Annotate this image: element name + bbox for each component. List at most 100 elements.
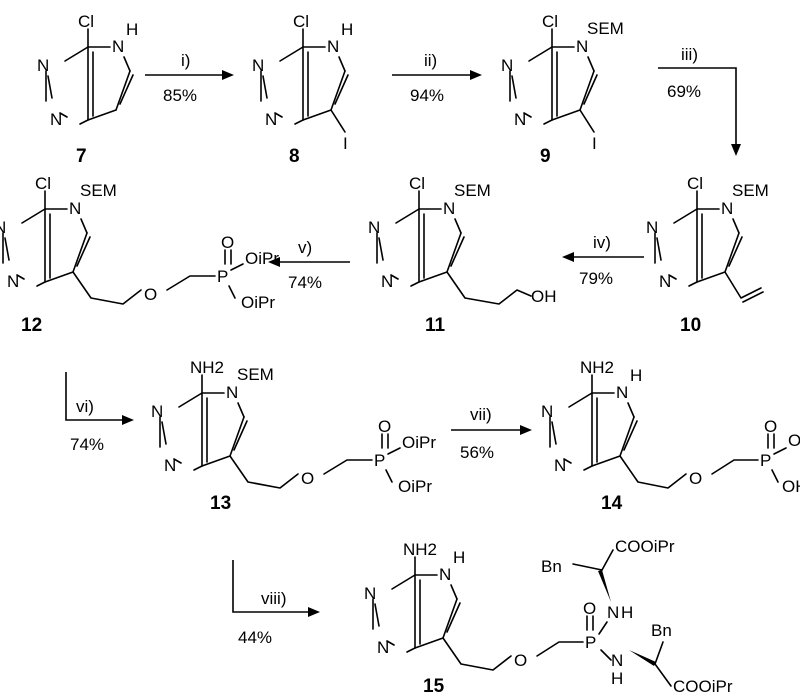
compound-label: 14: [601, 493, 623, 514]
atom-label: OiPr: [402, 433, 436, 452]
step-yield: 85%: [163, 86, 197, 105]
atom-label: NH2: [580, 358, 614, 377]
atom-label: N: [112, 37, 124, 56]
atom-label: N: [616, 383, 628, 402]
compound-label: 12: [21, 315, 42, 336]
reaction-arrow-ii: ii) 94%: [392, 51, 482, 105]
atom-label: Cl: [409, 174, 425, 193]
atom-label: O: [689, 469, 702, 488]
reaction-arrow-v: v) 74%: [268, 238, 350, 292]
atom-label: COOiPr: [615, 537, 675, 556]
atom-label: H: [453, 548, 465, 567]
atom-label: SEM: [587, 19, 624, 38]
atom-label: N: [514, 110, 526, 129]
atom-label: Cl: [687, 174, 703, 193]
atom-label: N: [554, 456, 566, 475]
atom-label: OH: [531, 287, 557, 306]
atom-label: P: [217, 267, 228, 286]
atom-label: P: [760, 451, 771, 470]
atom-label: SEM: [732, 181, 769, 200]
compound-12-structure: Cl N N N SEM O P O OiPr OiPr: [0, 174, 279, 312]
atom-label: N: [7, 272, 19, 291]
atom-label: O: [144, 285, 157, 304]
step-yield: 56%: [460, 443, 494, 462]
atom-label: N: [69, 199, 81, 218]
reaction-arrow-vii: vii) 56%: [451, 405, 532, 462]
step-yield: 74%: [288, 273, 322, 292]
atom-label: N: [364, 584, 376, 603]
atom-label: Cl: [542, 12, 558, 31]
atom-label: I: [592, 134, 597, 153]
atom-label: N: [576, 37, 588, 56]
atom-label: N: [327, 37, 339, 56]
atom-label: OiPr: [398, 477, 432, 496]
step-label: vii): [470, 405, 492, 424]
step-label: iii): [681, 45, 698, 64]
atom-label: N: [377, 638, 389, 657]
atom-label: H: [630, 366, 642, 385]
compound-label: 8: [289, 146, 300, 167]
atom-label: N: [721, 199, 733, 218]
atom-label: N: [439, 565, 451, 584]
compound-label: 13: [210, 493, 231, 514]
atom-label: O: [583, 599, 596, 618]
atom-label: Cl: [78, 12, 94, 31]
atom-label: I: [343, 134, 348, 153]
step-yield: 94%: [410, 86, 444, 105]
atom-label: COOiPr: [673, 677, 733, 696]
atom-label: Cl: [293, 12, 309, 31]
atom-label: N: [37, 56, 49, 75]
step-label: ii): [424, 51, 437, 70]
atom-label: O: [514, 651, 527, 670]
step-label: v): [298, 238, 312, 257]
step-label: viii): [261, 589, 287, 608]
atom-label: P: [374, 451, 385, 470]
atom-label: SEM: [454, 181, 491, 200]
compound-15-structure: NH2 N N N H O P O N H N H Bn COOiPr Bn C…: [364, 537, 733, 696]
atom-label: N: [151, 402, 163, 421]
compound-13-structure: NH2 N N N SEM O P O OiPr OiPr: [151, 358, 436, 496]
compound-label: 9: [540, 146, 551, 167]
atom-label: NH2: [403, 540, 437, 559]
step-label: i): [181, 51, 190, 70]
compound-label: 15: [423, 676, 445, 697]
atom-label: O: [301, 469, 314, 488]
atom-label: OH: [782, 477, 800, 496]
atom-label: N: [252, 56, 264, 75]
atom-label: O: [378, 417, 391, 436]
reaction-arrow-viii: viii) 44%: [232, 560, 320, 647]
atom-label: Bn: [541, 557, 562, 576]
atom-label: H: [126, 20, 138, 39]
step-label: vi): [76, 397, 94, 416]
reaction-arrow-i: i) 85%: [145, 51, 234, 105]
atom-label: SEM: [80, 181, 117, 200]
atom-label: OiPr: [241, 293, 275, 312]
atom-label: N: [265, 110, 277, 129]
reaction-arrow-iv: iv) 79%: [562, 233, 644, 288]
atom-label: H: [341, 20, 353, 39]
compound-label: 7: [76, 146, 87, 167]
atom-label: O: [764, 417, 777, 436]
atom-label: N: [607, 603, 619, 622]
compound-label: 11: [425, 315, 446, 336]
atom-label: N: [443, 199, 455, 218]
atom-label: P: [585, 633, 596, 652]
atom-label: NH2: [190, 358, 224, 377]
atom-label: N: [541, 402, 553, 421]
step-yield: 79%: [579, 269, 613, 288]
atom-label: N: [611, 651, 623, 670]
compound-14-structure: NH2 N N N H O P O OH OH: [541, 358, 800, 496]
compound-9-structure: Cl N N N SEM I: [501, 12, 624, 153]
step-yield: 74%: [70, 435, 104, 454]
atom-label: Bn: [651, 621, 672, 640]
atom-label: OiPr: [245, 249, 279, 268]
atom-label: N: [659, 272, 671, 291]
step-yield: 44%: [238, 628, 272, 647]
atom-label: SEM: [237, 365, 274, 384]
reaction-arrow-vi: vi) 74%: [65, 372, 134, 454]
atom-label: N: [50, 110, 62, 129]
atom-label: H: [611, 669, 623, 688]
atom-label: H: [621, 603, 633, 622]
step-label: iv): [593, 233, 611, 252]
atom-label: O: [221, 233, 234, 252]
